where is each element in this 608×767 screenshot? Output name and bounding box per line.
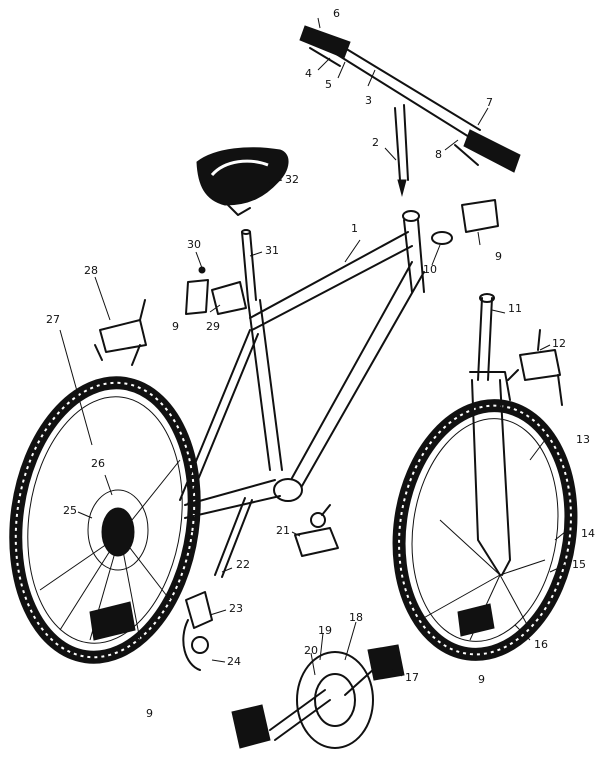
label-3: 3: [365, 94, 372, 107]
label-20: 20: [304, 644, 318, 657]
label-31: 31: [265, 244, 279, 257]
label-25: 25: [63, 504, 77, 517]
label-21: 21: [276, 524, 290, 537]
label-30: 30: [187, 238, 201, 251]
label-23: 23: [229, 602, 243, 615]
label-7: 7: [486, 96, 493, 109]
frame: [179, 210, 425, 519]
fork: [469, 293, 511, 576]
label-18: 18: [349, 611, 363, 624]
label-4: 4: [305, 67, 312, 80]
label-9-front-bracket: 9: [495, 250, 502, 263]
rear-derailleur: [182, 591, 213, 671]
seat-post: [241, 229, 257, 301]
label-24: 24: [227, 655, 241, 668]
kickstand: [214, 497, 253, 578]
front-reflector: [457, 603, 495, 637]
label-2: 2: [372, 136, 379, 149]
rear-freewheel: [87, 489, 149, 571]
rear-reflector: [89, 601, 136, 641]
label-1: 1: [351, 222, 358, 235]
label-32: 32: [285, 173, 299, 186]
front-wheel: [392, 399, 578, 661]
label-13: 13: [576, 433, 590, 446]
label-9-seat: 9: [172, 320, 179, 333]
pedal-right: [367, 644, 405, 681]
stem: [394, 104, 409, 197]
label-9-front-wheel: 9: [478, 673, 485, 686]
label-11: 11: [508, 302, 522, 315]
label-8: 8: [435, 148, 442, 161]
seat-clamp: [198, 266, 247, 315]
crankset: [269, 651, 376, 749]
handlebar: [299, 25, 521, 173]
label-9-rear-wheel: 9: [146, 707, 153, 720]
label-5: 5: [325, 78, 332, 91]
label-29: 29: [206, 320, 220, 333]
label-12: 12: [552, 337, 566, 350]
leader-lines: [59, 17, 566, 677]
label-10: 10: [423, 263, 437, 276]
rear-wheel: [9, 376, 201, 664]
label-14: 14: [581, 527, 595, 540]
front-reflector-bracket: [431, 199, 499, 245]
saddle: [196, 147, 289, 216]
front-brake: [507, 329, 563, 406]
label-16: 16: [534, 638, 548, 651]
seat-reflector: [185, 279, 209, 315]
front-derailleur: [294, 504, 339, 557]
label-15: 15: [572, 558, 586, 571]
label-26: 26: [91, 457, 105, 470]
label-19: 19: [318, 624, 332, 637]
label-28: 28: [84, 264, 98, 277]
label-17: 17: [405, 671, 419, 684]
pedal-left: [231, 704, 271, 749]
rear-brake: [94, 299, 147, 366]
label-27: 27: [46, 313, 60, 326]
label-6: 6: [333, 7, 340, 20]
label-22: 22: [236, 558, 250, 571]
callout-labels: 1 2 3 4 5 6 7 8 9 10 11 12 13 14 15 16 9…: [46, 7, 595, 720]
